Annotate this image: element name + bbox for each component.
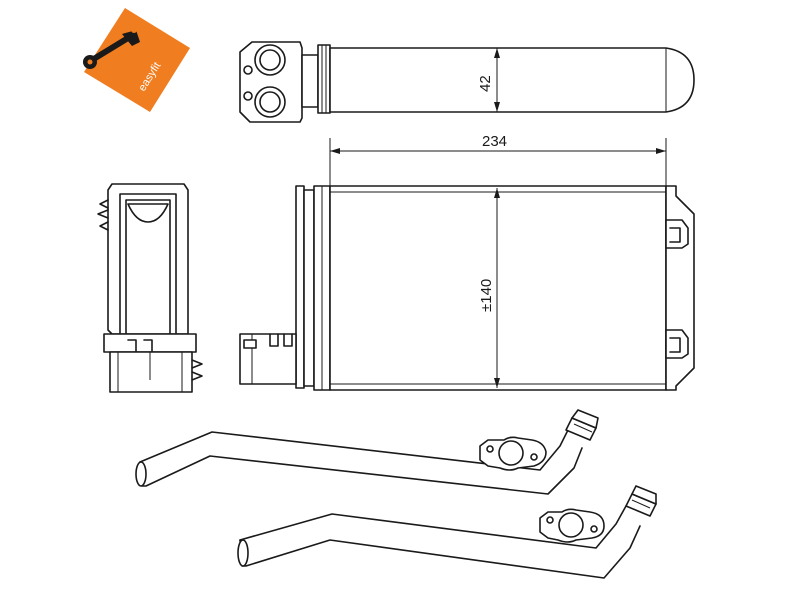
side-view — [97, 183, 203, 393]
easyfit-logo: easyfit — [83, 8, 190, 112]
dimension-label-core-height: ±140 — [478, 279, 495, 312]
dimension-140: ±140 — [478, 188, 500, 388]
front-view-core — [239, 185, 695, 391]
wrench-icon — [83, 27, 140, 69]
dimension-label-tube-diameter: 42 — [477, 75, 494, 92]
lower-pipe — [237, 485, 657, 579]
dimension-42: 42 — [477, 48, 500, 112]
dimension-234: 234 — [329, 133, 667, 188]
dimension-label-core-width: 234 — [482, 133, 507, 150]
logo-badge — [84, 8, 190, 112]
upper-pipe — [135, 409, 599, 495]
top-view-tube — [239, 41, 695, 123]
